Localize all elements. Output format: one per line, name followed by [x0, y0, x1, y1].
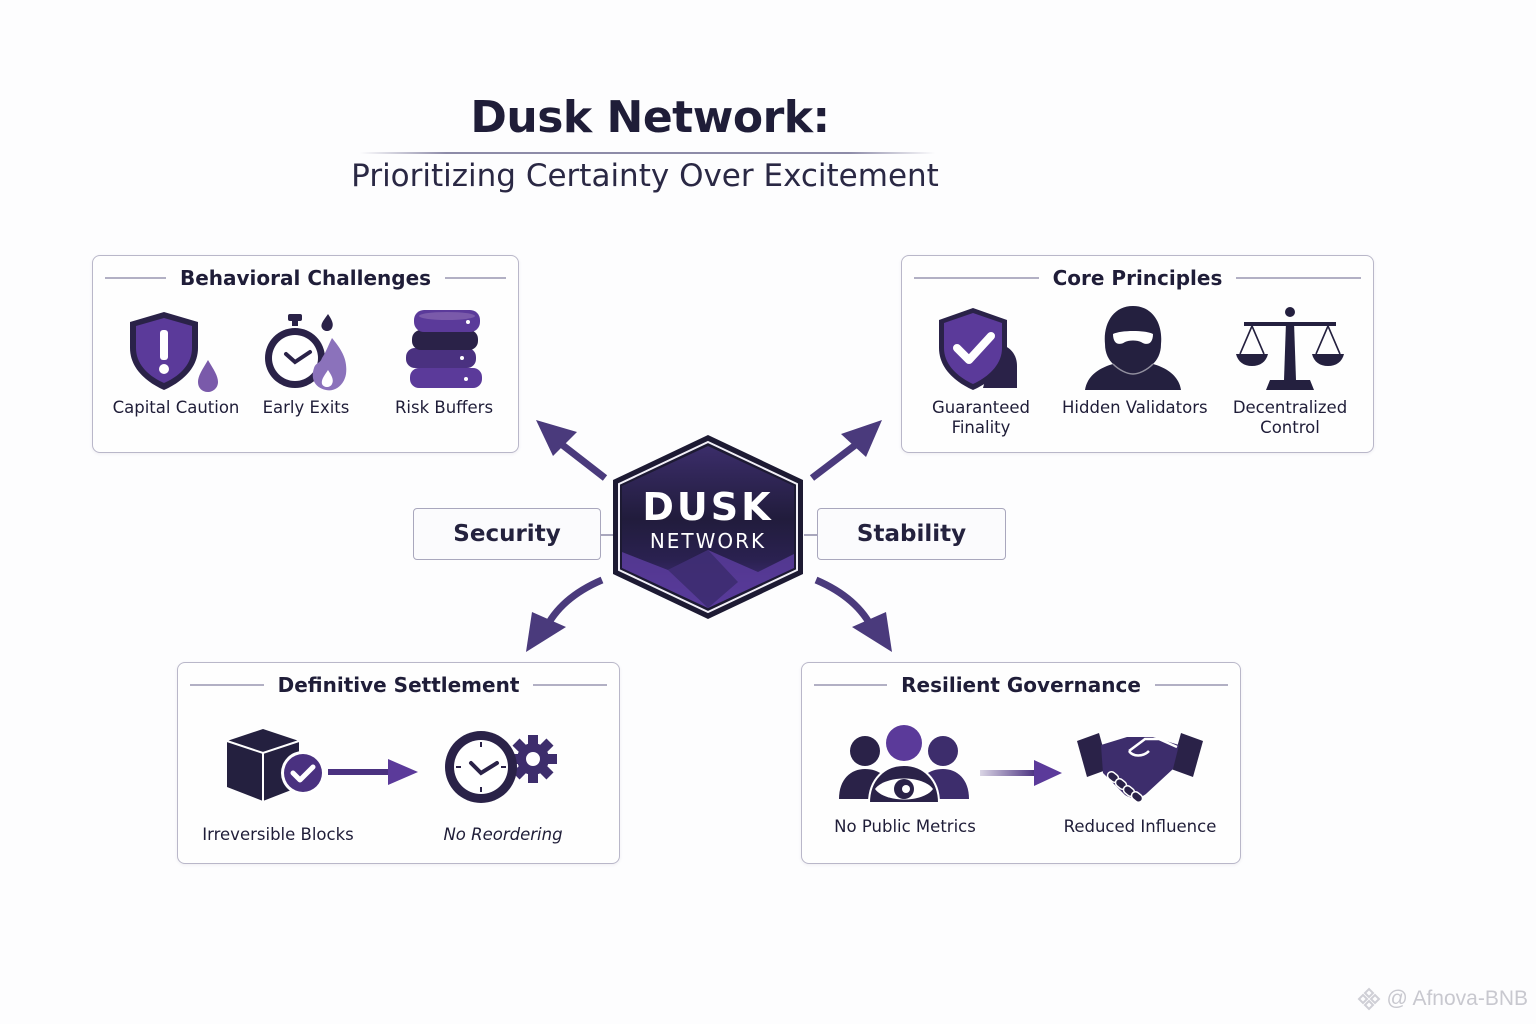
item-label-line2: Control	[1260, 418, 1320, 437]
security-label: Security	[453, 521, 561, 547]
arrow-to-core	[809, 420, 882, 481]
item-no-public-metrics: No Public Metrics	[816, 723, 994, 837]
clock-gear-icon	[445, 731, 557, 803]
item-label-line1: Decentralized	[1232, 398, 1348, 417]
item-guaranteed-finality: Guaranteed Finality	[916, 306, 1046, 438]
shield-check-icon	[939, 308, 1017, 390]
item-label: Capital Caution	[112, 398, 240, 417]
stability-connector	[804, 534, 818, 536]
header-rule-right	[533, 684, 607, 686]
title-divider	[360, 152, 935, 154]
behavioral-challenges-card: Behavioral Challenges Capital Caution Ea…	[92, 255, 519, 453]
item-hidden-validators: Hidden Validators	[1062, 304, 1208, 418]
watermark-text: @ Afnova-BNB	[1386, 987, 1528, 1010]
logo-text-dusk: DUSK	[642, 485, 773, 529]
arrow-to-settlement	[526, 576, 604, 652]
card-header: Behavioral Challenges	[105, 264, 507, 292]
core-principles-card: Core Principles Guaranteed Finality Hidd…	[901, 255, 1374, 453]
item-label-line2: Finality	[951, 418, 1011, 437]
dusk-network-logo: DUSK NETWORK	[608, 432, 808, 622]
header-rule-left	[914, 277, 1039, 279]
item-label-line1: Hidden Validators	[1062, 398, 1208, 417]
item-reduced-influence: Reduced Influence	[1060, 723, 1220, 837]
hooded-figure-icon	[1085, 306, 1181, 390]
card-header: Definitive Settlement	[190, 671, 607, 699]
header-rule-left	[105, 277, 166, 279]
card-title: Behavioral Challenges	[179, 266, 432, 290]
item-decentralized-control: Decentralized Control	[1220, 306, 1360, 438]
item-no-reordering: No Reordering	[428, 729, 578, 845]
stability-label: Stability	[856, 521, 967, 547]
item-label: Irreversible Blocks	[202, 825, 354, 844]
item-label: No Public Metrics	[834, 817, 976, 836]
balance-scale-icon	[1236, 307, 1344, 390]
binance-diamond-icon	[1358, 987, 1381, 1011]
flow-arrow	[328, 759, 418, 785]
resilient-governance-card: Resilient Governance No Public Metrics	[801, 662, 1241, 864]
header-rule-right	[445, 277, 507, 279]
item-capital-caution: Capital Caution	[103, 308, 249, 418]
handshake-icon	[1077, 733, 1203, 804]
header-rule-left	[190, 684, 264, 686]
header-rule-right	[1154, 684, 1228, 686]
flow-arrow	[980, 760, 1062, 786]
arrow-to-behavioral	[536, 420, 608, 481]
item-early-exits: Early Exits	[243, 308, 369, 418]
cube-check-icon	[226, 729, 325, 801]
header-rule-left	[814, 684, 888, 686]
item-risk-buffers: Risk Buffers	[378, 308, 510, 418]
stability-pill: Stability	[817, 508, 1006, 560]
item-label: Early Exits	[262, 398, 350, 417]
shield-alert-icon	[130, 312, 218, 392]
security-pill: Security	[413, 508, 601, 560]
security-connector	[600, 534, 614, 536]
item-label: Reduced Influence	[1063, 817, 1217, 836]
header-rule-right	[1236, 277, 1361, 279]
page-subtitle: Prioritizing Certainty Over Excitement	[351, 158, 939, 194]
watermark: @ Afnova-BNB	[1356, 986, 1528, 1012]
stopwatch-fire-icon	[265, 314, 347, 391]
definitive-settlement-card: Definitive Settlement Irreversible Block…	[177, 662, 620, 864]
item-irreversible-blocks: Irreversible Blocks	[198, 727, 358, 845]
card-header: Core Principles	[914, 264, 1361, 292]
stacked-disks-icon	[406, 310, 482, 388]
card-header: Resilient Governance	[814, 671, 1228, 699]
card-title: Definitive Settlement	[277, 673, 520, 697]
page-title: Dusk Network:	[470, 92, 830, 143]
item-label-line1: Guaranteed	[932, 398, 1030, 417]
item-label: Risk Buffers	[394, 398, 494, 417]
card-title: Core Principles	[1052, 266, 1223, 290]
card-title: Resilient Governance	[901, 673, 1141, 697]
item-label: No Reordering	[443, 825, 563, 844]
logo-text-network: NETWORK	[650, 529, 766, 553]
arrow-to-governance	[814, 576, 892, 652]
group-eye-icon	[839, 725, 969, 804]
